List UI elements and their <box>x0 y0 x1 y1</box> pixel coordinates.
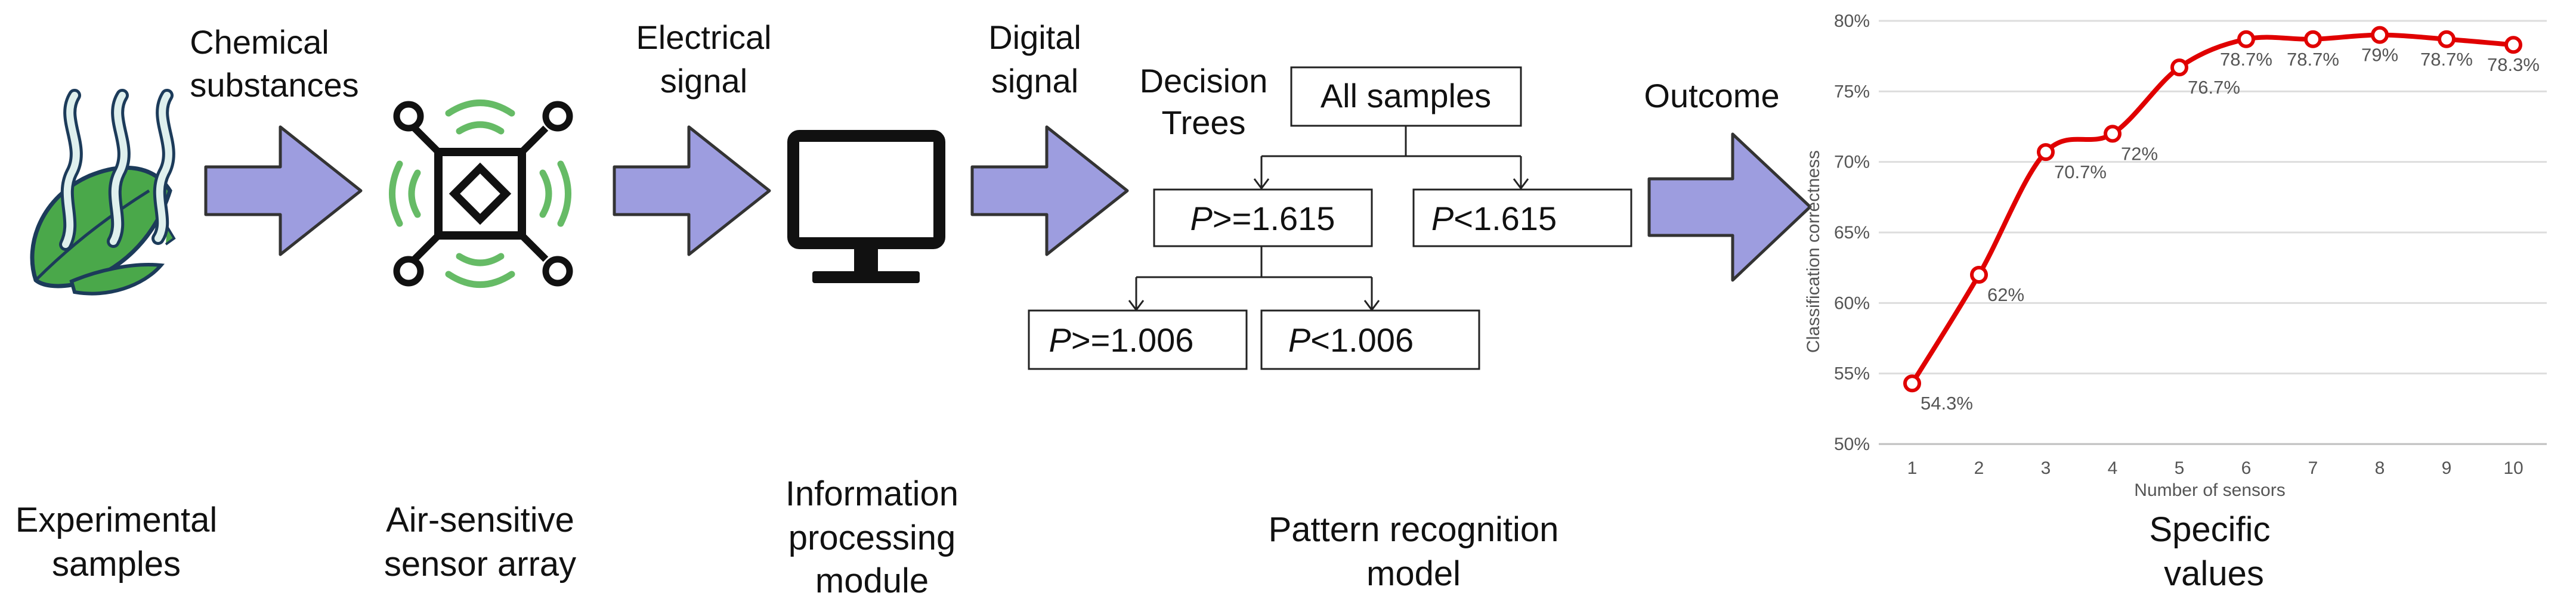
chart-x-tick-labels: 1 2 3 4 5 6 7 8 9 10 <box>1907 458 2524 478</box>
data-label: 72% <box>2121 143 2158 164</box>
tree-left-right-label: P<1.006 <box>1288 321 1414 359</box>
tree-left-label: P>=1.615 <box>1190 200 1335 237</box>
y-tick-label: 75% <box>1834 82 1870 101</box>
chemical-substances-label-line2: substances <box>190 66 358 104</box>
arrow-processing-to-model <box>970 125 1129 256</box>
processing-module-caption-line2: processing <box>788 519 955 557</box>
processing-module-caption-line1: Information <box>786 474 958 513</box>
chart-gridlines <box>1879 20 2547 445</box>
arrow-model-to-values <box>1647 132 1812 282</box>
sensor-array-caption-line2: sensor array <box>384 545 576 584</box>
chart-y-axis-title: Classification correctness <box>1804 150 1823 353</box>
specific-values-caption-line2: values <box>2164 554 2264 593</box>
chemical-substances-label-line1: Chemical <box>190 23 329 61</box>
x-tick-label: 8 <box>2375 458 2385 478</box>
tree-root-label: All samples <box>1321 77 1491 114</box>
data-label: 54.3% <box>1921 393 1973 414</box>
data-label: 78.7% <box>2420 49 2473 70</box>
digital-signal-label-line1: Digital <box>988 18 1081 56</box>
data-point <box>2237 30 2255 48</box>
data-label: 78.7% <box>2287 49 2339 70</box>
processing-module-caption-line3: module <box>815 561 929 600</box>
leaf-with-vapor-icon <box>30 89 176 296</box>
outcome-label: Outcome <box>1644 77 1779 114</box>
electrical-signal-label-line2: signal <box>660 62 747 100</box>
data-point <box>2104 125 2122 143</box>
tree-left-left-label: P>=1.006 <box>1049 321 1194 359</box>
x-tick-label: 6 <box>2241 458 2252 478</box>
experimental-samples-caption-line2: samples <box>52 545 181 584</box>
x-tick-label: 10 <box>2503 458 2523 478</box>
y-tick-label: 55% <box>1834 364 1870 384</box>
experimental-samples-caption-line1: Experimental <box>16 501 217 539</box>
x-tick-label: 7 <box>2308 458 2318 478</box>
tree-right-node <box>1412 188 1632 247</box>
flow-arrows <box>204 125 1812 282</box>
y-tick-label: 65% <box>1834 223 1870 243</box>
pattern-model-caption-line2: model <box>1366 554 1461 593</box>
data-label: 78.7% <box>2220 49 2272 70</box>
electrical-signal-label-line1: Electrical <box>636 18 771 56</box>
data-point <box>2438 30 2456 48</box>
y-tick-label: 80% <box>1834 11 1870 31</box>
data-point <box>2037 143 2055 162</box>
chart-x-axis-title: Number of sensors <box>2134 480 2285 500</box>
y-tick-label: 50% <box>1834 435 1870 454</box>
pattern-model-caption-line1: Pattern recognition <box>1269 510 1559 549</box>
tree-left-node <box>1153 188 1373 247</box>
chart-y-tick-labels: 50% 55% 60% 65% 70% 75% 80% <box>1834 11 1870 454</box>
data-point <box>1903 374 1921 393</box>
data-point <box>2504 36 2522 54</box>
decision-trees-label-line1: Decision <box>1140 62 1268 100</box>
tree-left-right-node <box>1260 309 1480 370</box>
classification-chart: 50% 55% 60% 65% 70% 75% 80% 1 2 3 4 5 6 7 8 9 10 54.3% 6… <box>1804 11 2547 500</box>
tree-root-node <box>1290 66 1522 127</box>
x-tick-label: 2 <box>1974 458 1984 478</box>
y-tick-label: 60% <box>1834 293 1870 313</box>
sensor-array-caption-line1: Air-sensitive <box>386 501 574 539</box>
sensor-array-icon <box>389 100 573 288</box>
decision-trees-label-line2: Trees <box>1161 104 1245 141</box>
data-point <box>2371 26 2389 44</box>
x-tick-label: 9 <box>2442 458 2452 478</box>
data-label: 76.7% <box>2188 77 2240 98</box>
data-label: 70.7% <box>2054 162 2107 182</box>
arrow-sensor-to-processing <box>613 125 771 256</box>
data-point <box>2170 58 2188 77</box>
chart-data-points <box>1903 26 2522 393</box>
data-label: 62% <box>1987 284 2024 305</box>
x-tick-label: 1 <box>1907 458 1918 478</box>
chart-data-labels: 54.3% 62% 70.7% 72% 76.7% 78.7% 78.7% 79% 78.7% 7… <box>1921 45 2540 414</box>
x-tick-label: 3 <box>2041 458 2051 478</box>
data-label: 79% <box>2361 45 2398 66</box>
data-label: 78.3% <box>2487 54 2540 75</box>
x-tick-label: 5 <box>2175 458 2185 478</box>
monitor-icon <box>787 130 945 283</box>
tree-left-left-node <box>1028 309 1248 370</box>
specific-values-caption-line1: Specific <box>2149 510 2270 549</box>
data-point <box>2304 30 2322 48</box>
decision-tree: All samples P>=1.615 P<1.615 P>=1.006 P<… <box>1028 66 1632 370</box>
data-point <box>1970 266 1988 284</box>
arrow-samples-to-sensor <box>204 125 363 256</box>
digital-signal-label-line2: signal <box>991 62 1078 100</box>
y-tick-label: 70% <box>1834 153 1870 172</box>
x-tick-label: 4 <box>2108 458 2118 478</box>
tree-right-label: P<1.615 <box>1431 200 1557 237</box>
